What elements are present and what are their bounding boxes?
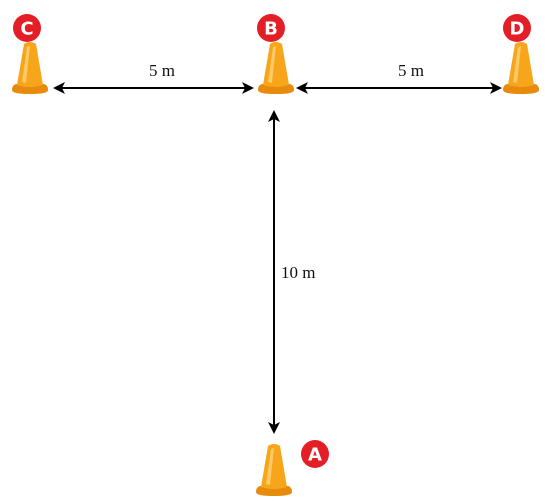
badge-circle xyxy=(301,440,329,468)
cone-c xyxy=(12,42,48,94)
cone-d xyxy=(503,42,539,94)
badge-d: D xyxy=(503,14,531,42)
cone-icon xyxy=(258,42,294,94)
cone-icon xyxy=(503,42,539,94)
badge-c: C xyxy=(13,14,41,42)
cone-b xyxy=(258,42,294,94)
badge-a: A xyxy=(301,440,329,468)
badge-circle xyxy=(13,14,41,42)
badge-label-b: B xyxy=(264,19,278,40)
badge-label-c: C xyxy=(20,19,33,40)
badge-b: B xyxy=(257,14,285,42)
distance-label-c-b: 5 m xyxy=(149,61,175,80)
distance-label-b-d: 5 m xyxy=(398,61,424,80)
cone-icon xyxy=(256,444,292,496)
cone-icon xyxy=(12,42,48,94)
distance-label-b-a: 10 m xyxy=(281,263,315,282)
badge-label-d: D xyxy=(510,19,525,40)
badge-circle xyxy=(503,14,531,42)
badge-circle xyxy=(257,14,285,42)
cone-a xyxy=(256,444,292,496)
badge-label-a: A xyxy=(308,445,322,466)
